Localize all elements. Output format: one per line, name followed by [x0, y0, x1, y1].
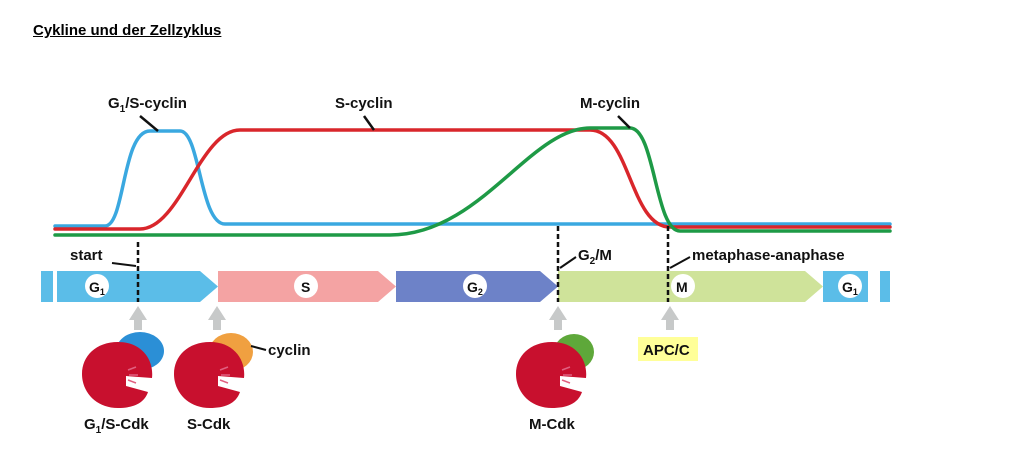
g1s-cyclin-label: G1/S-cyclin: [108, 95, 187, 115]
s-cdk-site-marks: [219, 366, 230, 384]
cyclin-leader: [250, 345, 267, 351]
g1s-cyclin-curve: [53, 129, 892, 228]
checkpoint-g2m-label: G2/M: [578, 247, 612, 267]
checkpoint-meta-label: metaphase-anaphase: [692, 247, 845, 264]
m-cdk-label: M-Cdk: [529, 416, 575, 433]
m-cdk-site-marks: [561, 366, 572, 384]
phase-g2-label: G2: [467, 279, 483, 297]
phase-g1-start-label: G1: [89, 279, 105, 297]
up-arrow-g1s: [129, 306, 147, 330]
checkpoint-start-leader: [111, 262, 137, 267]
g1s-cdk-site-marks: [127, 366, 138, 384]
apc-c-label: APC/C: [643, 342, 690, 359]
up-arrow-apc: [661, 306, 679, 330]
phase-s-circle: [294, 274, 318, 298]
phase-bar-right-cap: [880, 271, 890, 302]
phase-g1-start-circle: [85, 274, 109, 298]
m-cdk-blob: [516, 342, 587, 408]
phase-g2-circle: [463, 274, 487, 298]
s-cdk-complex: [174, 333, 253, 408]
checkpoint-g2m-leader: [559, 256, 577, 269]
cyclin-label: cyclin: [268, 342, 311, 359]
s-cdk-blob: [174, 342, 245, 408]
phase-g1-end-label: G1: [842, 279, 858, 297]
g1s-cdk-label: G1/S-Cdk: [84, 416, 149, 436]
m-cyclin-leader: [617, 115, 631, 129]
m-cyclin-label: M-cyclin: [580, 95, 640, 112]
checkpoint-start-label: start: [70, 247, 103, 264]
s-cyclin-label: S-cyclin: [335, 95, 393, 112]
phase-g1-end-circle: [838, 274, 862, 298]
checkpoint-meta-leader: [669, 256, 691, 269]
g1s-cdk-blob: [82, 342, 153, 408]
apc-c-box: [638, 337, 698, 361]
g1s-cyclin-leader: [139, 115, 159, 132]
phase-s-label: S: [301, 279, 310, 295]
m-cdk-complex: [516, 334, 594, 408]
up-arrow-s: [208, 306, 226, 330]
m-cyclin-curve: [53, 126, 892, 237]
page-title: Cykline und der Zellzyklus: [33, 22, 222, 39]
s-cdk-label: S-Cdk: [187, 416, 231, 433]
up-arrow-m: [549, 306, 567, 330]
s-cyclin-leader: [362, 115, 376, 131]
phase-m-circle: [671, 274, 695, 298]
g1s-cdk-complex: [82, 332, 164, 408]
s-cyclin-curve: [53, 128, 892, 231]
phase-bar-left-cap: [41, 271, 53, 302]
phase-m-label: M: [676, 279, 688, 295]
